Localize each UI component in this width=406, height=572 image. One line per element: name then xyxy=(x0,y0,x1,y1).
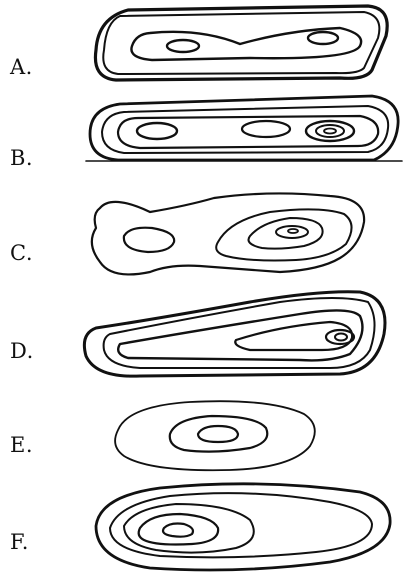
contour-e-middle xyxy=(168,414,269,453)
contour-d-outer-2 xyxy=(102,297,376,369)
contour-map-d xyxy=(82,290,387,378)
contour-b-left-peak xyxy=(135,121,179,141)
option-label-d: D. xyxy=(10,339,34,363)
contour-b-middle-peak xyxy=(240,119,292,139)
contour-c-right-3 xyxy=(275,225,309,239)
contour-d-peak xyxy=(334,332,348,342)
contour-a-middle xyxy=(130,26,363,62)
contour-map-c xyxy=(90,192,366,276)
contour-c-outer xyxy=(90,192,366,276)
contour-b-right-peak xyxy=(323,127,337,135)
contour-f-peak xyxy=(161,522,195,538)
contour-a-right-peak xyxy=(306,30,340,46)
option-label-f: F. xyxy=(10,530,29,554)
contour-map-b xyxy=(85,94,403,162)
contour-d-inner xyxy=(234,320,354,352)
contour-c-left-peak xyxy=(122,226,176,254)
contour-map-f xyxy=(94,482,392,572)
option-label-b: B. xyxy=(10,146,34,170)
contour-e-peak xyxy=(196,424,240,444)
contour-map-e xyxy=(114,400,316,472)
contour-d-ring xyxy=(324,328,356,346)
contour-map-a xyxy=(93,4,389,82)
contour-b-second xyxy=(101,105,390,154)
contour-a-left-peak xyxy=(165,38,201,54)
contour-f-second xyxy=(109,492,373,559)
contour-e-outer xyxy=(114,400,316,472)
contour-c-right-2 xyxy=(247,217,324,250)
contour-f-inner xyxy=(137,512,220,546)
option-label-a: A. xyxy=(10,55,33,79)
contour-b-right-ring-2 xyxy=(315,124,345,138)
contour-b-outer xyxy=(88,94,400,162)
contour-c-right-peak xyxy=(287,228,299,234)
contour-a-outer-2 xyxy=(102,11,381,75)
contour-f-third xyxy=(123,503,255,554)
contour-f-outer xyxy=(94,482,392,572)
contour-c-right-1 xyxy=(215,208,353,262)
contour-a-outer xyxy=(93,4,389,82)
contour-d-outer xyxy=(82,290,387,378)
contour-d-middle xyxy=(117,309,364,362)
option-label-c: C. xyxy=(10,241,33,265)
contour-b-right-ring-1 xyxy=(304,119,356,143)
contour-b-third xyxy=(116,114,380,150)
option-label-e: E. xyxy=(10,433,34,457)
